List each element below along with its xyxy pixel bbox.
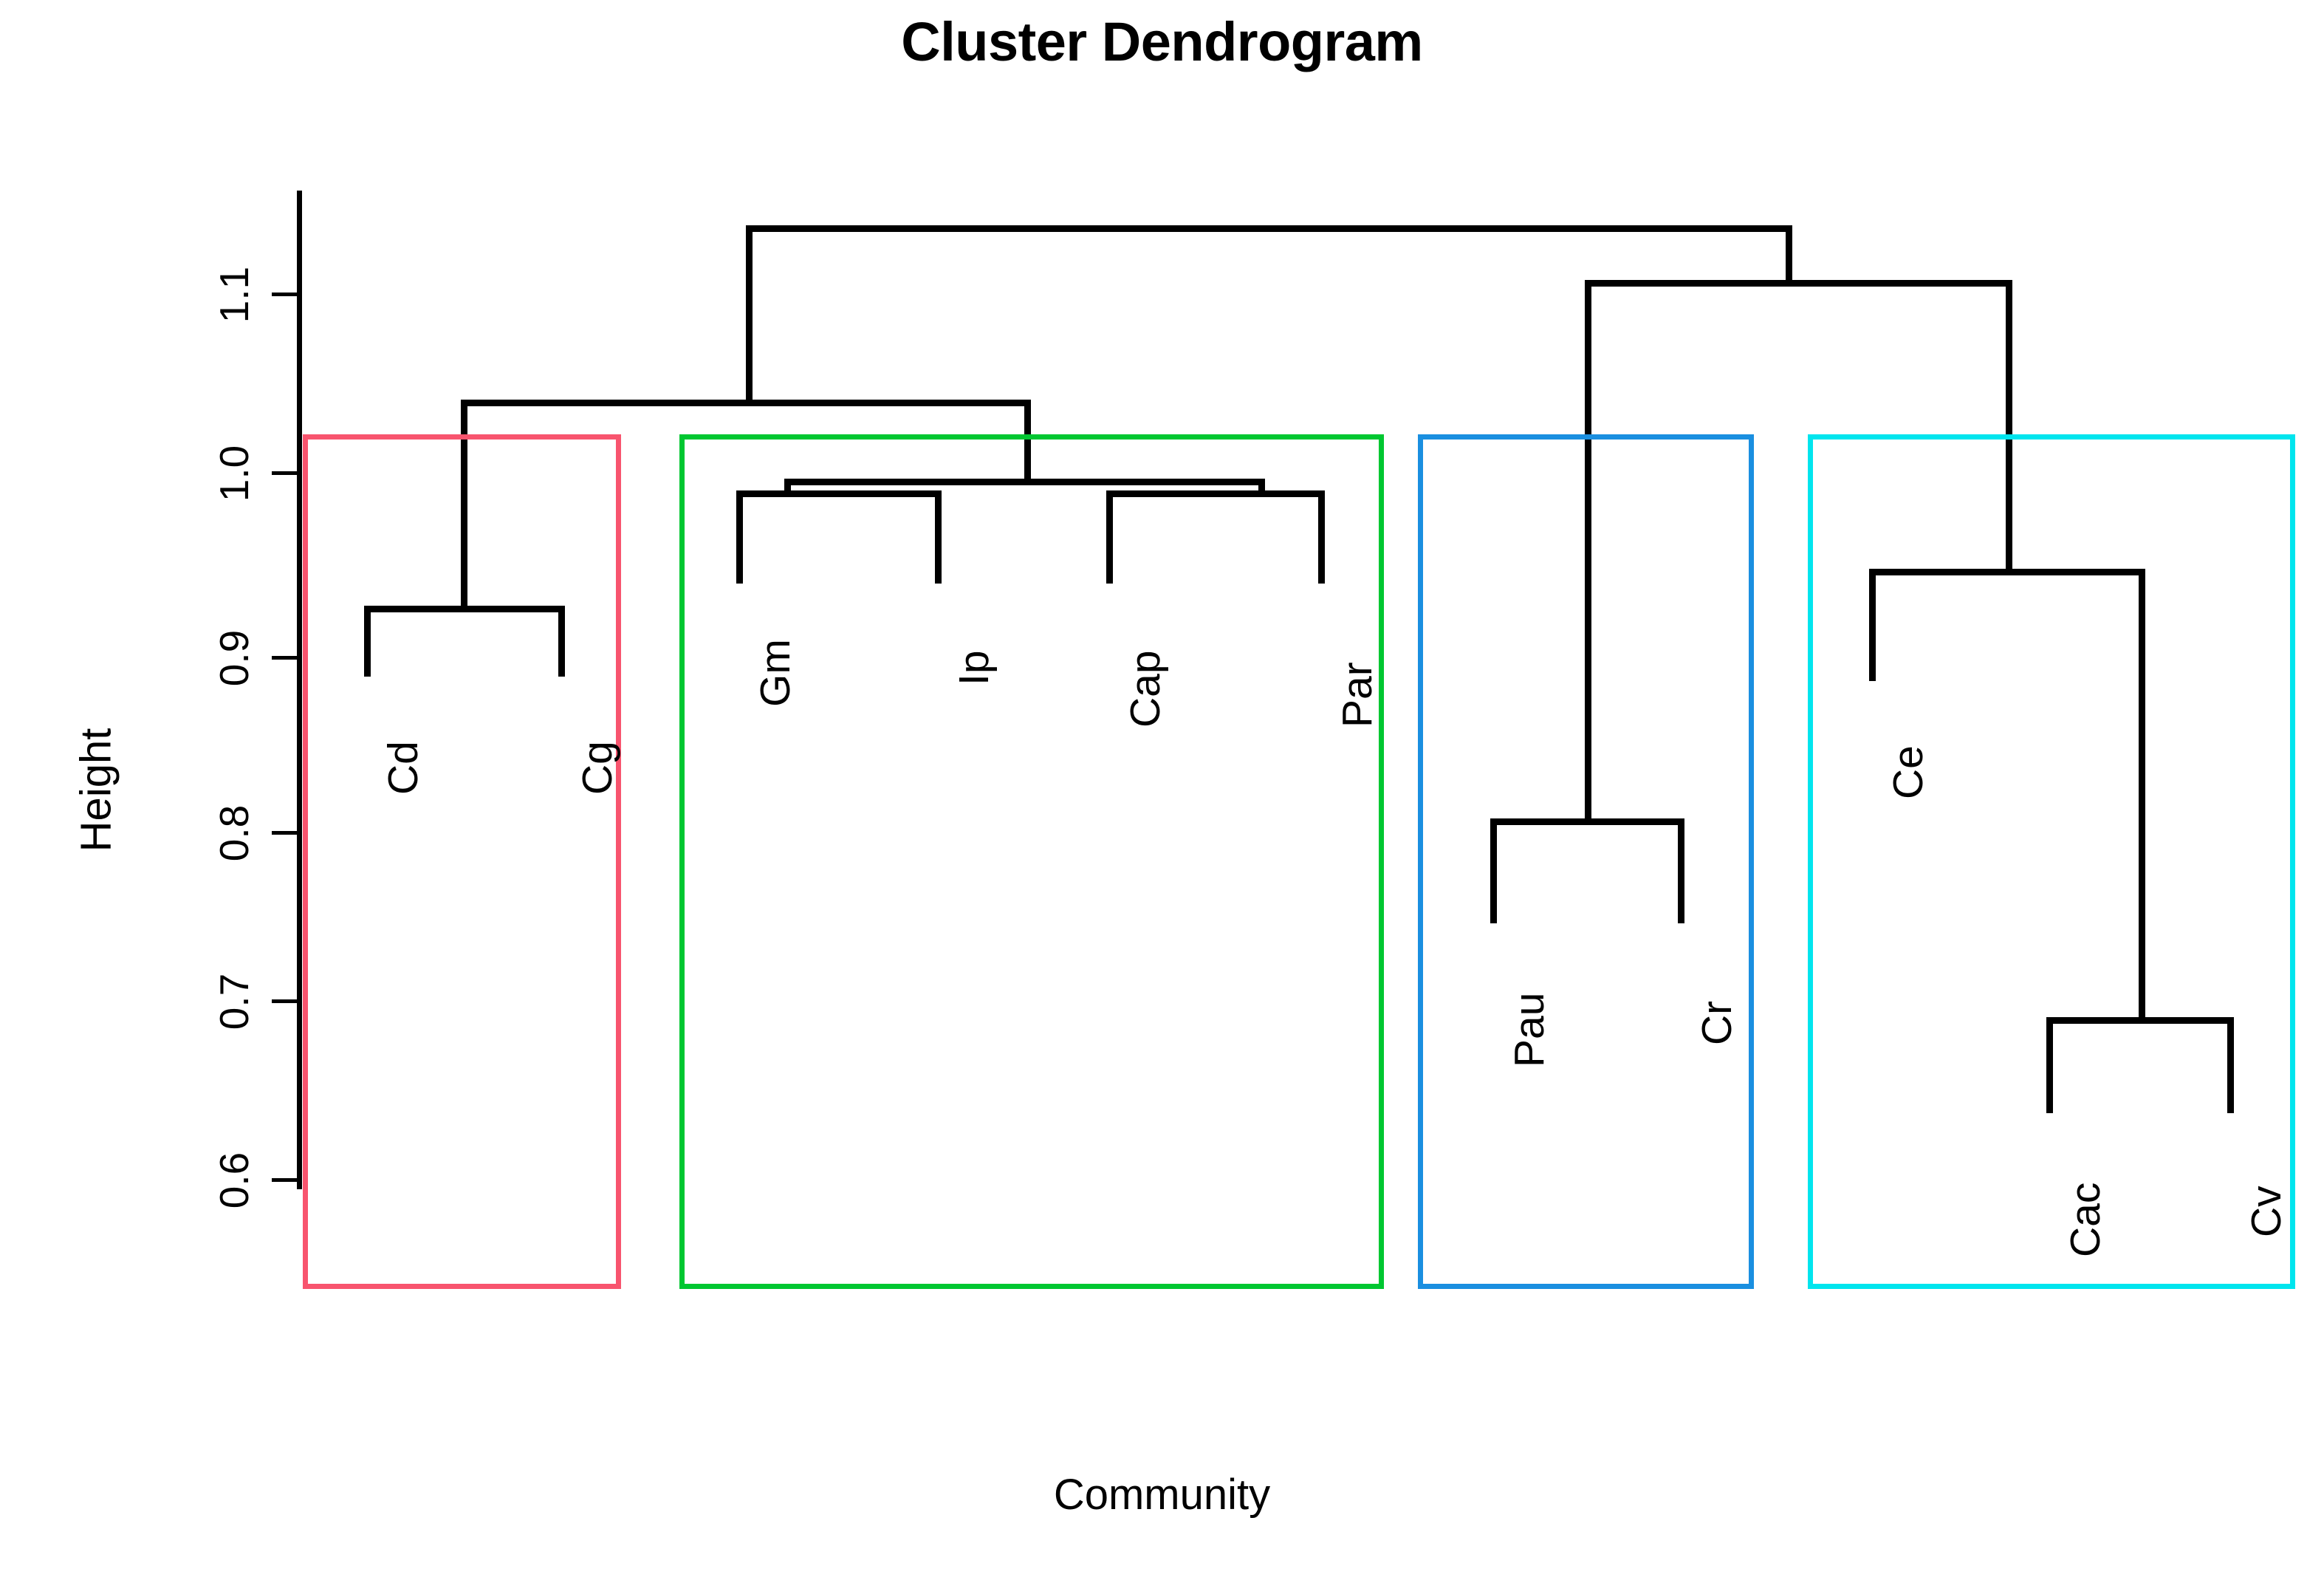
leaf-Cac-vertical [2046,1017,2053,1113]
y-axis-ticklabel-3-text: 0.9 [210,629,257,687]
merge-m10-right-vertical [1786,225,1792,283]
merge-m5-left-vertical [461,400,467,609]
merge-m5-horizontal [461,400,1031,406]
y-axis-tick-1.1 [272,293,297,296]
y-axis-ticklabel-5: 1.1 [144,267,262,323]
leaf-label-Ip-text: Ip [950,650,998,685]
leaf-label-Cv-text: Cv [2243,1186,2290,1237]
leaf-label-Cd-text: Cd [380,741,427,795]
leaf-label-Gm-text: Gm [752,639,799,707]
leaf-label-Pau-text: Pau [1506,992,1553,1067]
cluster-box-1 [303,434,621,1289]
merge-m7-horizontal [2046,1017,2234,1024]
y-axis-tick-0.7 [272,999,297,1003]
merge-m5-right-vertical [1024,400,1031,485]
leaf-Par-vertical [1318,490,1325,584]
merge-m8-horizontal [1869,569,2145,575]
leaf-Cr-vertical [1678,818,1684,923]
page-title: Cluster Dendrogram [901,11,1423,72]
y-axis-ticklabel-1-text: 0.7 [210,973,257,1030]
cluster-box-4 [1808,434,2295,1289]
y-axis-spine [297,191,302,1189]
leaf-label-Cr-text: Cr [1693,1000,1741,1045]
y-axis-ticklabel-2: 0.8 [144,805,262,861]
y-axis-ticklabel-2-text: 0.8 [210,804,257,862]
merge-m9-left-vertical [1585,280,1591,824]
y-axis-title-text: Height [72,728,120,852]
leaf-Pau-vertical [1490,818,1497,923]
leaf-label-Ce-text: Ce [1885,745,1932,799]
merge-m1-horizontal [364,606,565,612]
x-axis-title: Community [1053,1471,1271,1519]
leaf-label-Cg-text: Cg [574,741,621,795]
y-axis-ticklabel-0-text: 0.6 [210,1152,257,1209]
leaf-label-Par-text: Par [1334,662,1381,728]
merge-m8-right-vertical [2139,569,2145,1020]
y-axis-ticklabel-1: 0.7 [144,974,262,1030]
merge-m2-horizontal [736,490,942,497]
merge-m9-right-vertical [2006,280,2012,572]
leaf-Cg-vertical [558,606,565,677]
merge-m4-horizontal [784,479,1264,485]
y-axis-ticklabel-5-text: 1.1 [210,266,257,324]
merge-m9-horizontal [1585,280,2012,287]
cluster-box-2 [679,434,1384,1289]
merge-m6-horizontal [1490,818,1684,825]
y-axis-tick-0.8 [272,831,297,835]
leaf-Gm-vertical [736,490,743,584]
leaf-Ip-vertical [935,490,942,584]
y-axis-ticklabel-0: 0.6 [144,1152,262,1208]
y-axis-ticklabel-4: 1.0 [144,445,262,502]
leaf-label-Cap-text: Cap [1122,650,1169,728]
leaf-Cap-vertical [1106,490,1113,584]
leaf-label-Cac-text: Cac [2062,1182,2109,1257]
merge-m10-left-vertical [746,225,753,403]
y-axis-title: Height [0,0,192,1580]
leaf-Cv-vertical [2227,1017,2234,1113]
leaf-Cd-vertical [364,606,371,677]
y-axis-ticklabel-3: 0.9 [144,630,262,686]
leaf-Ce-vertical [1869,569,1876,681]
merge-m4-left-vertical [784,479,791,495]
merge-m3-horizontal [1106,490,1325,497]
y-axis-tick-1.0 [272,471,297,475]
y-axis-tick-0.9 [272,656,297,660]
merge-m4-right-vertical [1258,479,1265,495]
merge-m10-horizontal [746,225,1792,232]
y-axis-tick-0.6 [272,1178,297,1182]
cluster-box-3 [1418,434,1754,1289]
y-axis-ticklabel-4-text: 1.0 [210,445,257,502]
